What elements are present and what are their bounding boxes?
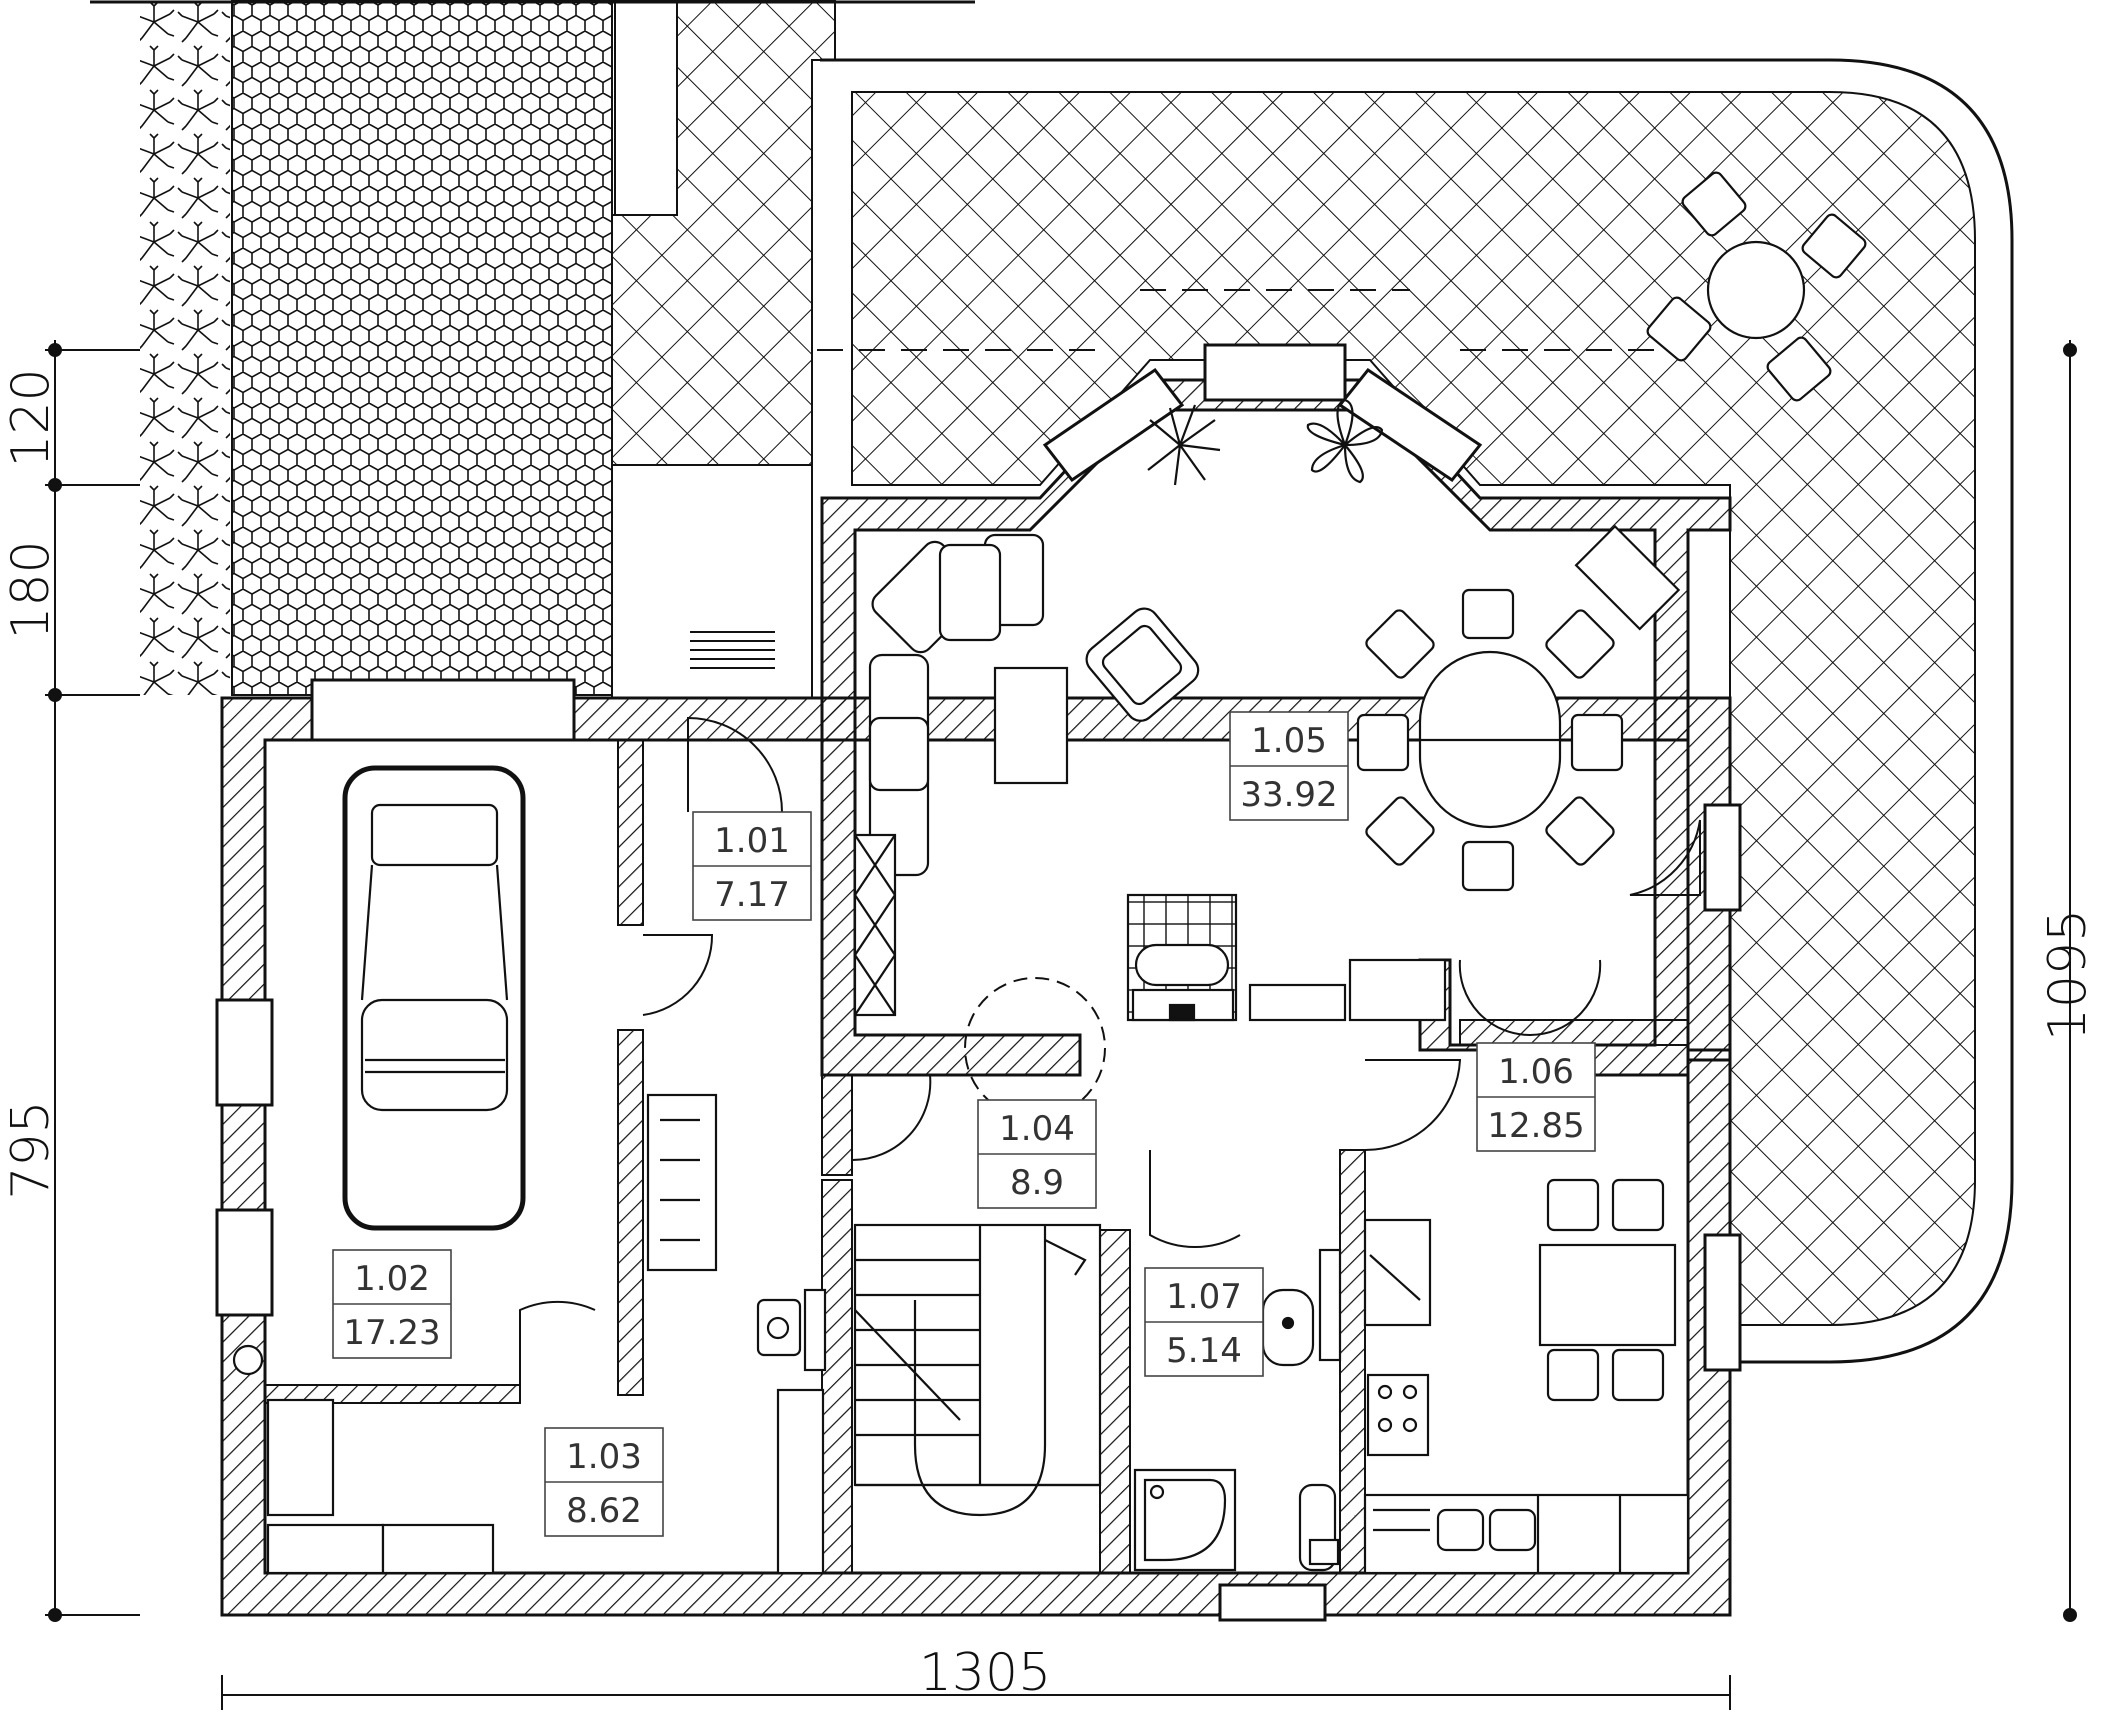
meter bbox=[232, 1344, 264, 1376]
terrace-table bbox=[1646, 171, 1867, 402]
room-1-03-label: 1.03 8.62 bbox=[544, 1427, 664, 1537]
window-living-right bbox=[1703, 803, 1742, 912]
window-bath-bottom bbox=[1218, 1583, 1327, 1622]
fireplace bbox=[1126, 893, 1238, 1022]
room-number: 1.03 bbox=[566, 1437, 642, 1477]
room-1-02-label: 1.02 17.23 bbox=[332, 1249, 452, 1359]
dimension-lines bbox=[45, 340, 2077, 1710]
door-kitchen-hall bbox=[1364, 1059, 1462, 1152]
paver-driveway bbox=[231, 0, 613, 696]
room-number: 1.04 bbox=[999, 1109, 1075, 1149]
room-1-04-label: 1.04 8.9 bbox=[977, 1099, 1097, 1209]
room-area: 8.9 bbox=[1010, 1163, 1064, 1203]
wall-stair-right bbox=[1099, 1229, 1131, 1574]
room-number: 1.05 bbox=[1251, 721, 1327, 761]
vestibule bbox=[611, 464, 813, 699]
wall-stair-left bbox=[821, 1179, 853, 1574]
wall-bath-right bbox=[1339, 1149, 1366, 1574]
window-bay-right bbox=[1337, 367, 1483, 483]
doors bbox=[519, 716, 1701, 1385]
room-number: 1.02 bbox=[354, 1259, 430, 1299]
room-number: 1.07 bbox=[1166, 1277, 1242, 1317]
door-living-terrace bbox=[1629, 819, 1701, 896]
door-1-01 bbox=[687, 716, 783, 813]
plants bbox=[1147, 398, 1384, 486]
room-area: 33.92 bbox=[1240, 775, 1337, 815]
boiler-unit-2 bbox=[381, 1523, 495, 1575]
room-area: 12.85 bbox=[1487, 1106, 1584, 1146]
planting-strip bbox=[140, 0, 230, 695]
room-1-01-label: 1.01 7.17 bbox=[692, 811, 812, 921]
staircase bbox=[853, 1223, 1102, 1517]
dining-set bbox=[1356, 588, 1624, 892]
door-1-07 bbox=[1149, 1150, 1241, 1249]
room-1-05-label: 1.05 33.92 bbox=[1229, 711, 1349, 821]
armchair bbox=[1085, 607, 1200, 722]
dim-bottom-width: 1305 bbox=[919, 1643, 1051, 1703]
room-labels: 1.01 7.17 1.02 17.23 1.03 8.62 1.04 8.9 1.05 33.9… bbox=[332, 711, 1596, 1537]
exterior-landscape bbox=[90, 0, 2014, 1364]
sofa bbox=[868, 533, 1045, 877]
terrace-paving bbox=[851, 91, 1976, 1326]
door-1-03 bbox=[519, 1300, 596, 1385]
canopy-block bbox=[614, 0, 678, 216]
room-area: 17.23 bbox=[343, 1313, 440, 1353]
garage-door bbox=[310, 678, 576, 742]
boiler-unit-1 bbox=[266, 1523, 385, 1575]
car bbox=[342, 765, 526, 1231]
furniture bbox=[232, 171, 1867, 1575]
walls bbox=[215, 343, 1742, 1622]
room-area: 5.14 bbox=[1166, 1331, 1242, 1371]
door-kitchen-double bbox=[1458, 959, 1602, 1037]
vent-grille bbox=[690, 631, 775, 669]
window-garage-2 bbox=[215, 1208, 274, 1317]
dim-top-left-2: 180 bbox=[1, 540, 61, 639]
window-kitchen-right bbox=[1703, 1233, 1742, 1372]
corner-cabinet bbox=[1574, 524, 1681, 631]
wall-kitchen-top bbox=[1459, 1019, 1689, 1046]
window-bay bbox=[1203, 343, 1347, 402]
chaise bbox=[1348, 958, 1447, 1022]
wall-garage-bottom bbox=[264, 1384, 521, 1404]
sideboard bbox=[1248, 983, 1347, 1022]
room-number: 1.06 bbox=[1498, 1052, 1574, 1092]
kitchen-fixtures bbox=[1363, 1178, 1690, 1575]
opening-arch bbox=[964, 977, 1106, 1119]
room-1-06-label: 1.06 12.85 bbox=[1476, 1042, 1596, 1152]
shelf-left bbox=[853, 833, 897, 1017]
boiler-cabinet bbox=[776, 1388, 825, 1575]
room-area: 7.17 bbox=[714, 875, 790, 915]
window-bay-left bbox=[1042, 367, 1185, 483]
door-1-04-left bbox=[851, 1074, 932, 1162]
door-hall-garage bbox=[642, 934, 714, 1016]
dim-right-main: 1095 bbox=[2038, 909, 2098, 1041]
room-number: 1.01 bbox=[714, 821, 790, 861]
dim-left-main: 795 bbox=[1, 1100, 61, 1199]
wall-garage-right bbox=[617, 739, 644, 926]
room-1-07-label: 1.07 5.14 bbox=[1144, 1267, 1264, 1377]
bathroom-fixtures bbox=[1133, 1248, 1342, 1572]
dim-top-left-1: 120 bbox=[1, 368, 61, 467]
room-area: 8.62 bbox=[566, 1491, 642, 1531]
bay-wall bbox=[820, 378, 1732, 1077]
window-garage-1 bbox=[215, 998, 274, 1107]
boiler-counter bbox=[266, 1398, 335, 1517]
wall-hall-left bbox=[821, 1074, 853, 1176]
wall-garage-right-2 bbox=[617, 1029, 644, 1396]
coffee-table bbox=[993, 666, 1069, 785]
wardrobe bbox=[646, 1093, 718, 1272]
